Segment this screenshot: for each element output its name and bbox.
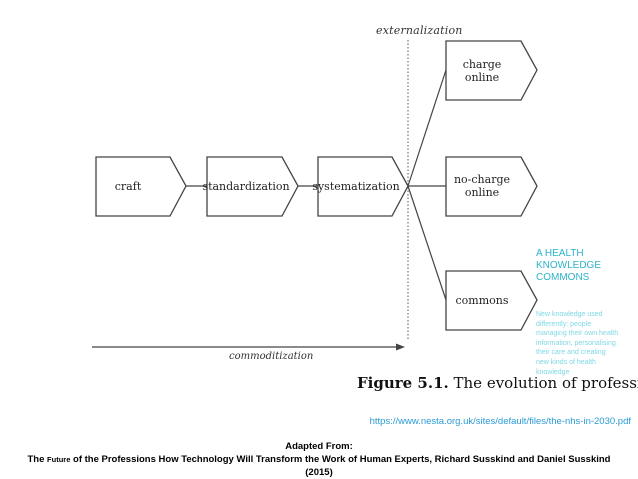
branch-to-charge-online bbox=[407, 69, 447, 187]
commons-shape bbox=[445, 270, 538, 331]
outcome-label-no-charge: no-charge bbox=[454, 173, 510, 186]
stage-label-systematization: systematization bbox=[312, 180, 399, 193]
stage-label-craft: craft bbox=[115, 180, 142, 193]
craft-shape bbox=[95, 156, 187, 217]
figure-number: Figure 5.1. bbox=[357, 374, 449, 392]
credit-small-word: Future bbox=[47, 455, 71, 464]
standardization-shape bbox=[206, 156, 299, 217]
health-body-line: managing their own health bbox=[536, 330, 619, 338]
no-charge-online-shape bbox=[445, 156, 538, 217]
health-title-line: KNOWLEDGE bbox=[536, 260, 602, 271]
health-commons-description: New knowledge used differently: people m… bbox=[536, 310, 636, 377]
branch-to-commons bbox=[407, 185, 447, 301]
health-title-line: COMMONS bbox=[536, 272, 590, 283]
charge-online-shape bbox=[445, 40, 538, 101]
health-body-line: differently: people bbox=[536, 320, 592, 328]
health-commons-title: A HEALTH KNOWLEDGE COMMONS bbox=[536, 248, 626, 284]
outcome-label-charge: charge bbox=[463, 58, 502, 71]
health-body-line: new kinds of health bbox=[536, 358, 596, 366]
health-body-line: their care and creating bbox=[536, 349, 606, 357]
credit-title-authors: of the Professions How Technology Will T… bbox=[73, 454, 611, 465]
credit-year: (2015) bbox=[305, 467, 333, 478]
source-url-link[interactable]: https://www.nesta.org.uk/sites/default/f… bbox=[369, 416, 631, 427]
health-body-line: New knowledge used bbox=[536, 311, 603, 318]
health-body-line: knowledge bbox=[536, 368, 570, 376]
health-title-line: A HEALTH bbox=[536, 248, 584, 259]
stage-label-standardization: standardization bbox=[202, 180, 289, 193]
figure-caption: Figure 5.1. The evolution of professiona… bbox=[357, 374, 638, 392]
health-body-line: information, personalising bbox=[536, 339, 616, 347]
commoditization-label: commoditization bbox=[229, 351, 314, 362]
systematization-shape bbox=[317, 156, 409, 217]
externalization-label: externalization bbox=[376, 24, 463, 37]
commoditization-arrowhead-icon bbox=[396, 343, 405, 351]
outcome-label-no-charge-online: online bbox=[465, 186, 499, 199]
credit-prefix: The bbox=[27, 454, 45, 465]
book-credit: The Future of the Professions How Techno… bbox=[0, 453, 638, 479]
outcome-label-charge-online: online bbox=[465, 71, 499, 84]
adapted-from-label: Adapted From: bbox=[285, 441, 353, 452]
outcome-label-commons: commons bbox=[456, 294, 509, 307]
figure-title: The evolution of professional work bbox=[453, 374, 638, 392]
